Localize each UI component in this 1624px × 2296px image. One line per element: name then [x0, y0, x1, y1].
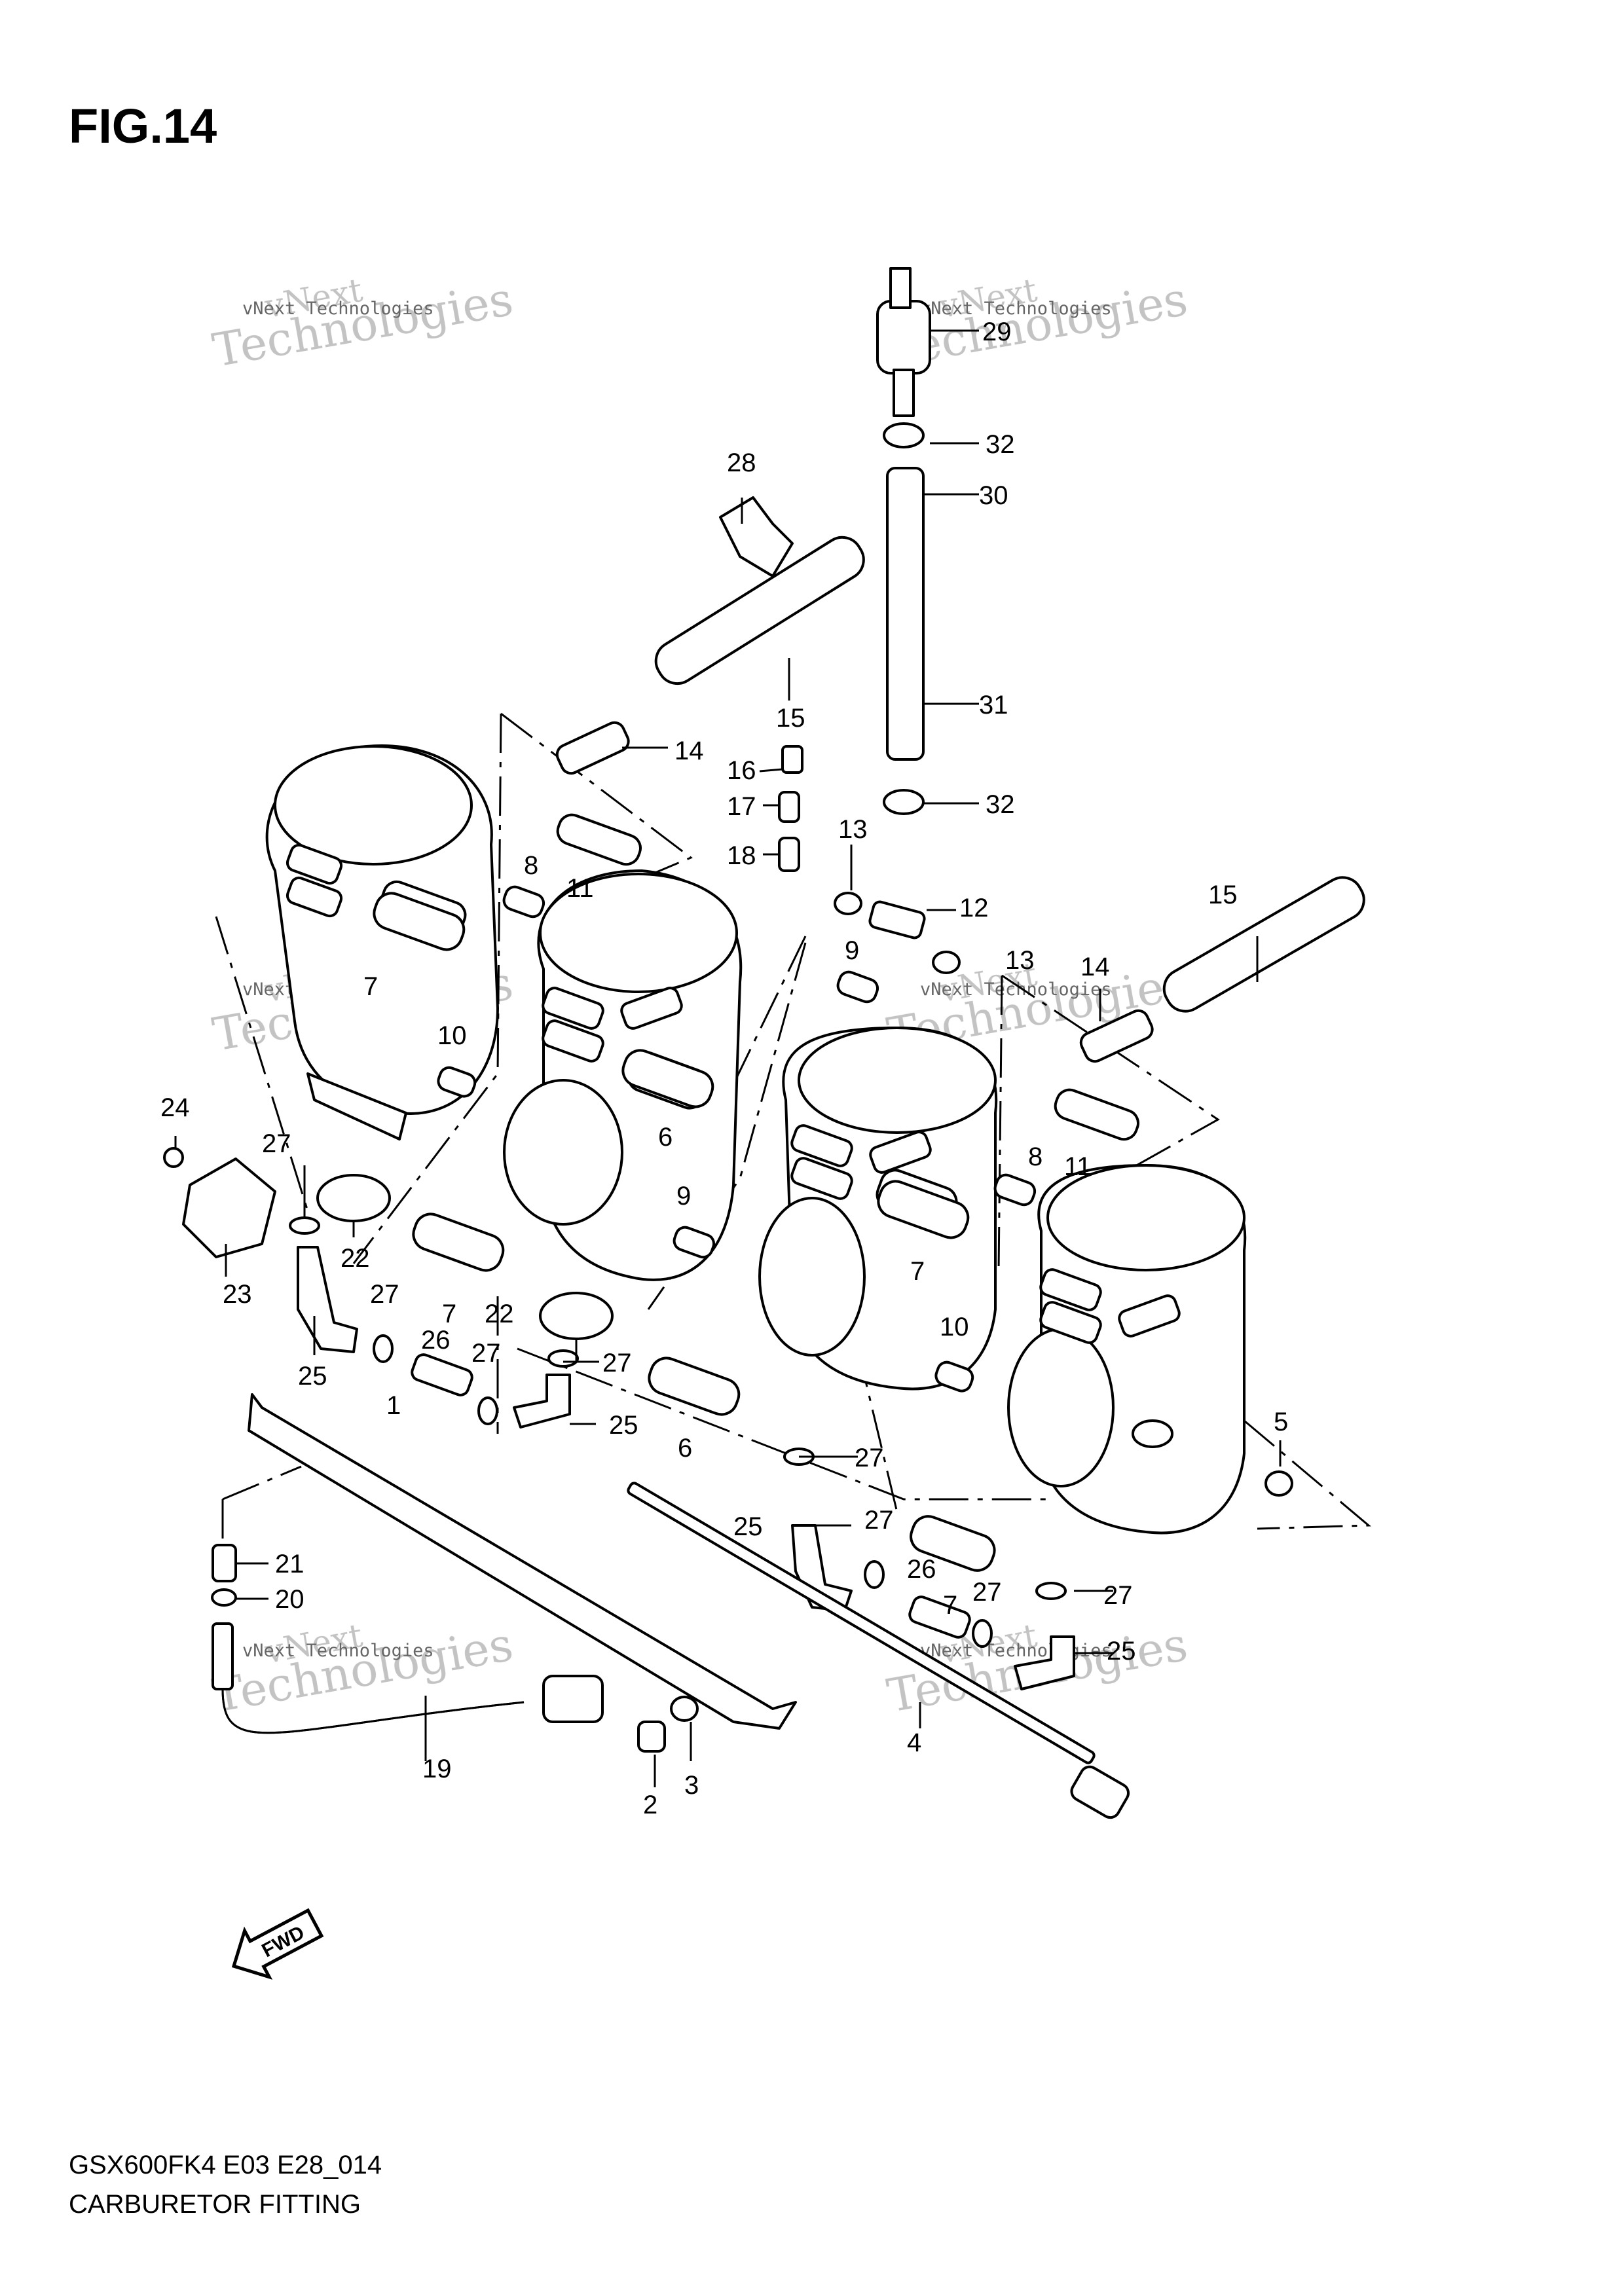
- callout-7b: 7: [442, 1300, 456, 1328]
- callout-14b: 14: [1080, 953, 1110, 981]
- watermark-small-2: vNext Technologies: [920, 299, 1112, 319]
- callout-10b: 10: [940, 1313, 969, 1341]
- callout-27e: 27: [855, 1444, 884, 1472]
- callout-27h: 27: [1103, 1581, 1133, 1610]
- callout-26a: 26: [421, 1326, 451, 1355]
- callout-5: 5: [1274, 1408, 1288, 1436]
- watermark-small-1: vNext Technologies: [242, 299, 434, 319]
- callout-7d: 7: [943, 1591, 957, 1620]
- callout-27b: 27: [370, 1280, 399, 1309]
- callout-25d: 25: [1107, 1637, 1136, 1666]
- model-code: GSX600FK4 E03 E28_014: [69, 2151, 382, 2179]
- callout-27d: 27: [602, 1349, 632, 1377]
- carburetor-body-4: [1007, 1164, 1247, 1535]
- callout-16: 16: [727, 756, 756, 785]
- figure-caption: CARBURETOR FITTING: [69, 2190, 361, 2219]
- callout-1: 1: [386, 1391, 401, 1420]
- callout-19: 19: [422, 1755, 452, 1783]
- callout-30: 30: [979, 481, 1008, 510]
- callout-31: 31: [979, 691, 1008, 720]
- callout-25c: 25: [733, 1512, 763, 1541]
- callout-10a: 10: [437, 1021, 467, 1050]
- callout-15a: 15: [776, 704, 805, 733]
- callout-32b: 32: [986, 790, 1015, 819]
- callout-8a: 8: [524, 851, 538, 880]
- callout-12: 12: [959, 894, 989, 922]
- watermark-small-5: vNext Technologies: [242, 1641, 434, 1661]
- callout-3: 3: [684, 1771, 699, 1800]
- callout-numbers: 1 2 3 4 5 6 6 7 7 7 7 8 8 9 9 10 10 11 1…: [160, 318, 1288, 1819]
- callout-6b: 6: [678, 1434, 692, 1463]
- callout-27f: 27: [864, 1506, 894, 1535]
- callout-24: 24: [160, 1093, 190, 1122]
- callout-8b: 8: [1028, 1142, 1043, 1171]
- callout-2: 2: [643, 1791, 657, 1819]
- callout-27c: 27: [471, 1339, 501, 1368]
- callout-7a: 7: [363, 972, 378, 1001]
- callout-29: 29: [982, 318, 1012, 346]
- figure-title: FIG.14: [69, 99, 217, 153]
- callout-4: 4: [907, 1728, 921, 1757]
- small-parts: [163, 267, 1365, 1819]
- watermark-small-4: vNext Technologies: [920, 979, 1112, 1000]
- callout-28: 28: [727, 448, 756, 477]
- callout-25b: 25: [609, 1411, 638, 1440]
- callout-14a: 14: [674, 737, 704, 765]
- callout-26b: 26: [907, 1555, 936, 1584]
- callout-20: 20: [275, 1585, 304, 1614]
- leader-lines: [174, 329, 1282, 1787]
- callout-25a: 25: [298, 1362, 327, 1391]
- callout-9b: 9: [676, 1182, 691, 1211]
- callout-11b: 11: [1064, 1152, 1092, 1181]
- fwd-arrow-icon: FWD: [231, 1908, 324, 1980]
- watermark-text-10: Technologies: [209, 1618, 517, 1723]
- callout-6a: 6: [658, 1123, 673, 1152]
- carburetor-body-1: [265, 744, 499, 1140]
- callout-32a: 32: [986, 430, 1015, 459]
- callout-23: 23: [223, 1280, 252, 1309]
- callout-11a: 11: [566, 874, 594, 903]
- callout-9a: 9: [845, 936, 859, 965]
- callout-13b: 13: [1005, 946, 1035, 975]
- callout-15b: 15: [1208, 881, 1238, 909]
- watermark-small-6: vNext Technologies: [920, 1641, 1112, 1661]
- callout-18: 18: [727, 841, 756, 870]
- callout-22b: 22: [485, 1300, 514, 1328]
- callout-21: 21: [275, 1550, 304, 1578]
- watermark-text-2: Technologies: [209, 272, 517, 378]
- callout-27a: 27: [262, 1129, 291, 1158]
- callout-27g: 27: [972, 1578, 1002, 1607]
- callout-13a: 13: [838, 815, 868, 844]
- callout-17: 17: [727, 792, 756, 821]
- callout-7c: 7: [910, 1257, 925, 1286]
- callout-22a: 22: [341, 1244, 370, 1273]
